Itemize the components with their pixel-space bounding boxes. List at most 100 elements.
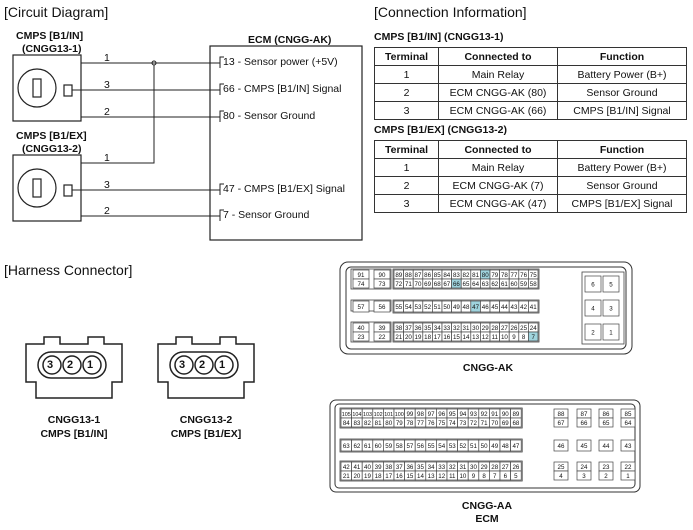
- table-cell: Main Relay: [438, 65, 558, 84]
- pin-label: 25: [520, 325, 527, 332]
- pin-label: 3: [582, 473, 586, 480]
- pin-cell: [598, 470, 614, 481]
- s2-pin-2: 2: [104, 205, 110, 217]
- pin-label: 97: [428, 411, 435, 418]
- pin-label: 2: [591, 329, 595, 336]
- pin-label: 53: [415, 304, 422, 311]
- pin-label: 26: [512, 464, 519, 471]
- pin-cell: [598, 417, 614, 428]
- pin-label: 16: [396, 473, 403, 480]
- pin-label: 62: [353, 443, 360, 450]
- pin-label: 101: [384, 412, 393, 418]
- pin-label: 102: [374, 412, 383, 418]
- pin-group: [339, 438, 523, 453]
- ak-caption: CNGG-AK: [462, 362, 514, 374]
- pin-cell: [620, 417, 636, 428]
- pin-label: 94: [459, 411, 466, 418]
- pin-label: 42: [520, 304, 527, 311]
- pin-cell: [602, 275, 620, 293]
- pin-label: 73: [459, 420, 466, 427]
- pin-cell: [373, 300, 391, 313]
- pin-label: 78: [501, 272, 508, 279]
- conn1-pin-2: 2: [67, 359, 74, 371]
- pin-label: 60: [511, 281, 518, 288]
- pin-label: 13: [428, 473, 435, 480]
- pin-label: 45: [491, 304, 498, 311]
- pin-label: 14: [417, 473, 424, 480]
- col-connected-to: Connected to: [438, 47, 558, 66]
- pin-label: 55: [395, 304, 402, 311]
- pin-label: 59: [385, 443, 392, 450]
- pin-cell: [373, 331, 391, 342]
- pin-label: 30: [470, 464, 477, 471]
- pin-label: 63: [482, 281, 489, 288]
- pin-label: 3: [609, 305, 613, 312]
- pin-label: 44: [603, 443, 610, 450]
- pin-label: 12: [482, 334, 489, 341]
- pin-group: [581, 271, 625, 345]
- connection-info-heading: [Connection Information]: [374, 4, 527, 20]
- pin-label: 5: [609, 281, 613, 288]
- pin-label: 15: [406, 473, 413, 480]
- pin-label: 50: [481, 443, 488, 450]
- pin-label: 75: [530, 272, 537, 279]
- pin-label: 78: [406, 420, 413, 427]
- connector-cngg13-1-shape: [25, 336, 123, 399]
- connection-table-in: Terminal Connected to Function 1 Main Re…: [374, 47, 687, 120]
- pin-label: 17: [434, 334, 441, 341]
- pin-label: 4: [591, 305, 595, 312]
- pin-group: [339, 407, 523, 429]
- pin-label: 29: [482, 325, 489, 332]
- pin-label: 41: [530, 304, 537, 311]
- pin-label: 11: [449, 473, 456, 480]
- pin-cell: [553, 417, 569, 428]
- pin-label: 51: [470, 443, 477, 450]
- pin-label: 16: [443, 334, 450, 341]
- pin-label: 64: [625, 420, 632, 427]
- pin-cell: [510, 470, 522, 481]
- pin-label: 72: [395, 281, 402, 288]
- pin-label: 84: [343, 420, 350, 427]
- pin-label: 40: [364, 464, 371, 471]
- pin-label: 19: [415, 334, 422, 341]
- pin-cell: [352, 331, 370, 342]
- pin-label: 66: [581, 420, 588, 427]
- pin-label: 98: [417, 411, 424, 418]
- pin-label: 60: [375, 443, 382, 450]
- pin-label: 103: [363, 412, 372, 418]
- pin-label: 86: [424, 272, 431, 279]
- table-row: 3 ECM CNGG-AK (66) CMPS [B1/IN] Signal: [374, 101, 687, 120]
- conn2-name: CMPS [B1/EX]: [170, 428, 242, 440]
- table-cell: 3: [374, 101, 439, 120]
- ak-inner-shell: [345, 266, 627, 350]
- s2-pin-3: 3: [104, 179, 110, 191]
- ecm-signal-66: 66 - CMPS [B1/IN] Signal: [223, 83, 342, 95]
- pin-label: 89: [512, 411, 519, 418]
- pin-label: 72: [470, 420, 477, 427]
- pin-cell: [553, 470, 569, 481]
- pin-label: 29: [481, 464, 488, 471]
- pin-label: 56: [379, 304, 386, 311]
- pin-label: 28: [491, 464, 498, 471]
- pin-label: 79: [491, 272, 498, 279]
- pin-label: 49: [453, 304, 460, 311]
- pin-label: 6: [504, 473, 508, 480]
- pin-label: 47: [512, 443, 519, 450]
- pin-label: 19: [364, 473, 371, 480]
- pin-label: 48: [463, 304, 470, 311]
- pin-label: 70: [491, 420, 498, 427]
- pin-label: 65: [603, 420, 610, 427]
- pin-cell: [584, 323, 602, 341]
- pin-label: 93: [470, 411, 477, 418]
- aa-caption: CNGG-AA: [461, 500, 513, 512]
- pin-label: 63: [343, 443, 350, 450]
- ecm-title: ECM (CNGG-AK): [248, 34, 332, 46]
- table2-title: CMPS [B1/EX] (CNGG13-2): [374, 124, 508, 136]
- pin-cell: [598, 439, 614, 452]
- pin-cell: [620, 470, 636, 481]
- pin-label: 64: [472, 281, 479, 288]
- pin-label: 27: [501, 325, 508, 332]
- pin-label: 73: [379, 281, 386, 288]
